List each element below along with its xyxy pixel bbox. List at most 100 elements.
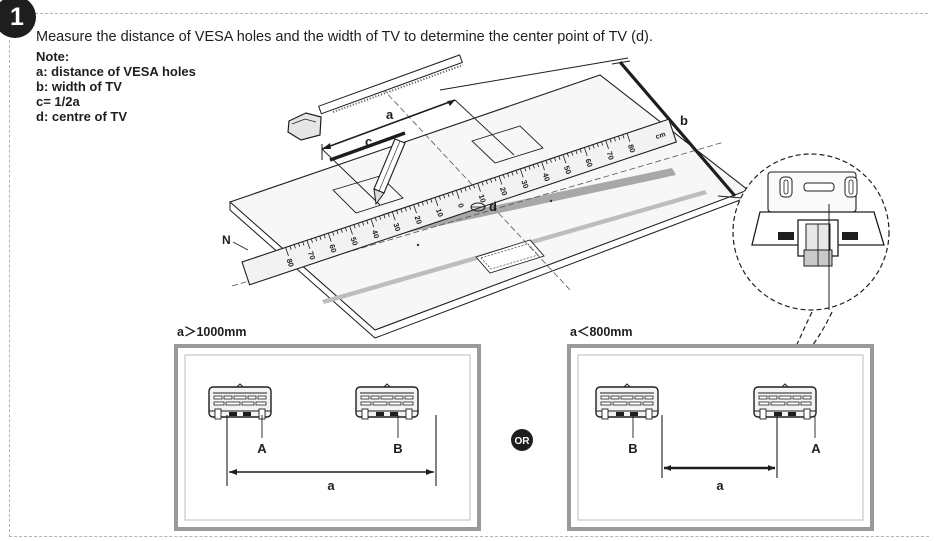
ruler-tick <box>588 145 591 150</box>
ruler-label-zero: 0 <box>456 202 466 209</box>
label-a: a <box>386 107 394 122</box>
ruler-tick <box>498 175 503 185</box>
ruler-tick <box>622 134 625 139</box>
ruler-tick <box>336 230 339 235</box>
ruler-tick <box>451 191 454 196</box>
ruler-tick <box>605 140 609 149</box>
ruler-tick <box>319 235 322 240</box>
ruler-tick <box>370 218 375 228</box>
ruler-tick <box>468 185 471 190</box>
ruler-tick <box>443 194 446 199</box>
ruler-tick <box>477 183 481 192</box>
ruler-tick <box>575 150 578 155</box>
dashed-frame-left <box>9 40 10 537</box>
label-c: c <box>365 134 372 149</box>
ruler-tick <box>408 205 412 210</box>
ruler-label: 30 <box>391 222 402 233</box>
ruler-tick <box>374 217 377 222</box>
ruler-tick <box>366 220 369 225</box>
ruler-tick <box>302 241 305 246</box>
ruler-label: 20 <box>413 215 424 226</box>
ruler-tick <box>293 244 296 249</box>
ruler-label: 80 <box>285 257 296 268</box>
panel-narrow-distance: a <box>716 478 724 493</box>
ruler-tick <box>327 232 332 242</box>
ruler-tick <box>340 228 343 233</box>
ruler-tick <box>391 211 396 221</box>
bracket-b-narrow <box>595 383 659 420</box>
ruler-label: 30 <box>519 179 530 190</box>
ruler-tick <box>596 143 599 148</box>
panel-wide-title: a＞1000mm <box>177 325 247 339</box>
ruler-tick <box>353 224 356 229</box>
ruler-tick <box>455 190 460 199</box>
ruler-tick <box>383 214 386 219</box>
label-b: b <box>680 113 688 128</box>
ruler-tick <box>298 242 301 248</box>
ruler-tick <box>592 144 595 149</box>
ruler-label: 40 <box>370 229 381 240</box>
ruler-tick <box>413 204 417 214</box>
note-line: b: width of TV <box>36 79 122 94</box>
ruler-tick <box>532 164 535 169</box>
ruler-tick <box>494 177 497 182</box>
ruler-tick <box>554 157 557 162</box>
ruler-tick <box>537 163 540 168</box>
ruler-tick <box>344 227 348 232</box>
note-title: Note: <box>36 49 70 64</box>
panel-wide-distance: a <box>327 478 335 493</box>
ruler-tick <box>426 200 429 205</box>
ruler-tick <box>609 138 612 143</box>
ruler-tick <box>601 141 604 146</box>
ruler-tick <box>473 184 476 189</box>
panel-wide-left-label: A <box>257 441 267 456</box>
ruler-label: 20 <box>498 186 509 197</box>
ruler-tick <box>528 165 531 170</box>
ruler-label: 70 <box>605 150 616 161</box>
note-line: d: centre of TV <box>36 109 128 124</box>
note-block: Note: a: distance of VESA holes b: width… <box>36 49 196 124</box>
label-n: N <box>222 233 231 247</box>
or-badge: OR <box>511 429 533 451</box>
dashed-frame-top <box>20 13 928 14</box>
ruler-tick <box>566 153 569 158</box>
magnified-detail <box>732 153 890 373</box>
ruler-tick <box>571 151 574 156</box>
label-d: d <box>489 199 497 214</box>
ruler-tick <box>438 195 441 200</box>
ruler-tick <box>464 187 467 192</box>
panel-wide: a＞1000mm A B a <box>174 325 481 531</box>
ruler-tick <box>519 168 524 178</box>
ruler-tick <box>562 154 567 164</box>
step-number-badge: 1 <box>0 0 36 38</box>
ruler-tick <box>434 197 439 207</box>
ruler-tick <box>379 215 382 220</box>
ruler-tick <box>541 161 545 171</box>
ruler-tick <box>289 245 292 250</box>
ruler-tick <box>332 231 335 236</box>
bracket-a-wide <box>208 383 272 420</box>
dashed-frame-bottom <box>9 536 929 537</box>
panel-narrow-title: a＜800mm <box>570 325 633 339</box>
panel-wide-right-label: B <box>393 441 402 456</box>
note-line: a: distance of VESA holes <box>36 64 196 79</box>
tape-measure <box>317 54 463 115</box>
ruler-tick <box>618 135 621 140</box>
ruler-tick <box>545 160 548 165</box>
ruler-label: 10 <box>477 193 488 204</box>
bracket-b-wide <box>355 383 419 420</box>
ruler-tick <box>315 237 318 242</box>
ruler-tick <box>421 201 424 206</box>
ruler-label: 50 <box>562 165 573 176</box>
bracket-a-narrow <box>753 383 817 420</box>
ruler-label: 80 <box>626 143 637 154</box>
ruler-tick <box>490 178 493 183</box>
note-line: c= 1/2a <box>36 94 80 109</box>
ruler-label: 60 <box>327 243 338 254</box>
panel-narrow: a＜800mm B A a <box>567 325 874 531</box>
ruler-unit-label: cm <box>655 131 667 141</box>
ruler-tick <box>626 133 631 142</box>
